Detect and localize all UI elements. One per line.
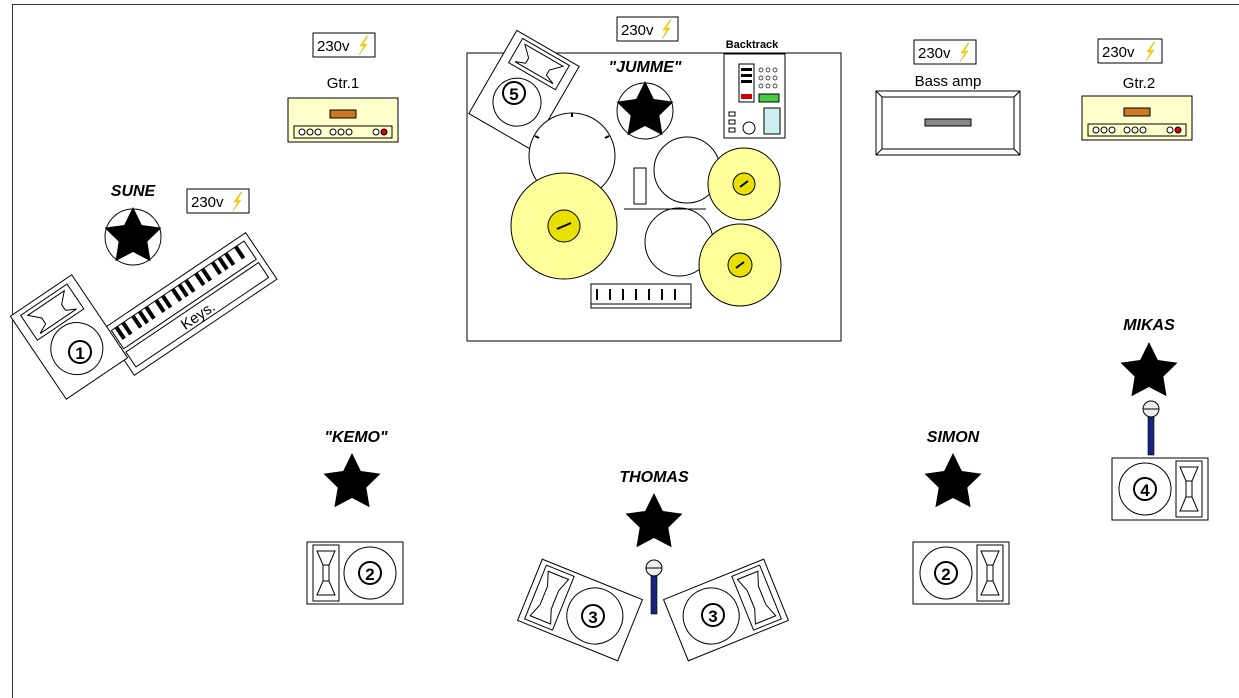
svg-text:230v: 230v	[918, 45, 951, 62]
performer-star-jumme	[616, 81, 674, 140]
performer-label-sune: SUNE	[111, 183, 157, 200]
performer-label-mikas: MIKAS	[1123, 317, 1175, 334]
monitor-2-right: 2	[913, 542, 1009, 604]
power-outlet-keys: 230v	[186, 188, 250, 214]
monitor-3-right-number: 3	[701, 603, 725, 627]
monitor-1-number: 1	[68, 340, 92, 364]
svg-text:2: 2	[365, 565, 374, 584]
power-outlet-bass: 230v	[913, 39, 977, 65]
amp-label-gtr2: Gtr.2	[1123, 75, 1156, 92]
monitor-1	[9, 274, 129, 400]
performer-star-mikas	[1120, 342, 1178, 397]
power-outlet-drums: 230v	[616, 16, 679, 42]
drum-kit	[510, 112, 782, 309]
svg-text:3: 3	[588, 608, 597, 627]
stage-border	[12, 4, 1239, 698]
performer-star-sune	[104, 207, 162, 266]
bass-amp	[875, 90, 1021, 156]
amp-label-gtr1: Gtr.1	[327, 75, 360, 92]
monitor-2-left: 2	[307, 542, 403, 604]
performer-label-thomas: THOMAS	[619, 469, 689, 486]
monitor-4: 4	[1112, 458, 1208, 520]
performer-star-thomas	[625, 493, 683, 548]
guitar-amp-2	[1081, 95, 1193, 141]
svg-text:230v: 230v	[317, 38, 350, 55]
svg-text:4: 4	[1140, 481, 1150, 500]
mic-thomas	[645, 559, 663, 615]
backtrack-label: Backtrack	[726, 39, 779, 51]
svg-text:3: 3	[708, 607, 717, 626]
keyboard: Keys.	[102, 232, 278, 376]
guitar-amp-1	[287, 97, 399, 143]
svg-text:230v: 230v	[621, 22, 654, 39]
svg-text:230v: 230v	[1102, 44, 1135, 61]
monitor-3-left	[516, 558, 644, 662]
svg-text:2: 2	[941, 565, 950, 584]
power-outlet-gtr2: 230v	[1097, 38, 1163, 64]
monitor-3-left-number: 3	[581, 604, 605, 628]
performer-star-kemo	[323, 453, 381, 508]
power-outlet-gtr1: 230v	[312, 32, 376, 58]
performer-label-kemo: "KEMO"	[324, 429, 388, 446]
svg-text:230v: 230v	[191, 194, 224, 211]
performer-label-jumme: "JUMME"	[609, 59, 682, 76]
backtrack-rack	[723, 53, 786, 139]
performer-star-simon	[924, 453, 982, 508]
svg-text:5: 5	[509, 85, 518, 104]
monitor-3-right	[662, 558, 790, 662]
amp-label-bass: Bass amp	[915, 73, 982, 90]
performer-label-simon: SIMON	[927, 429, 980, 446]
monitor-5-number: 5	[502, 81, 526, 105]
mic-mikas	[1142, 400, 1160, 456]
svg-text:1: 1	[75, 344, 84, 363]
